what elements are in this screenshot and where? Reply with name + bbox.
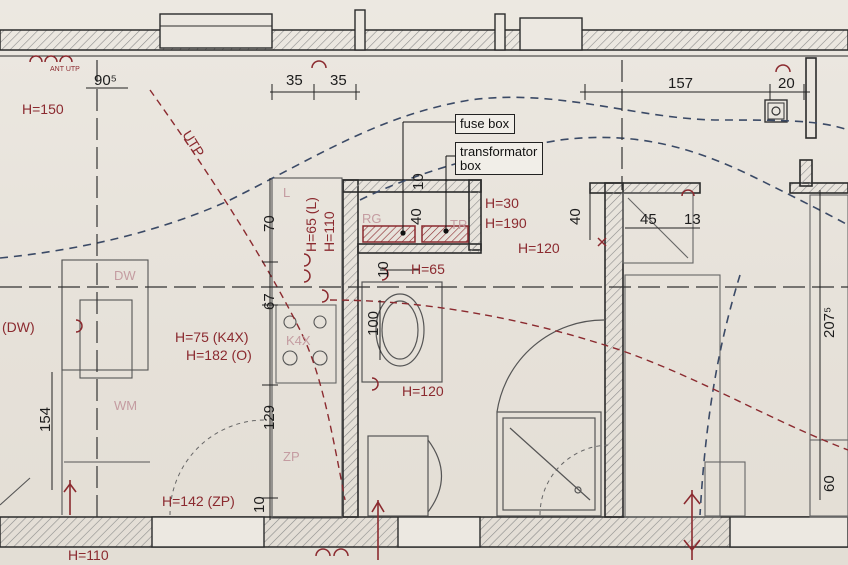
dim-67: 67 <box>261 293 278 310</box>
dim-10-a: 10 <box>410 173 427 190</box>
electrical-boxes <box>362 99 788 243</box>
socket-symbols <box>29 55 791 557</box>
dim-40-a: 40 <box>408 208 425 225</box>
outer-wall-bottom <box>0 516 848 548</box>
label-zp: ZP <box>283 449 300 464</box>
transformator-box-callout: transformator box <box>455 142 544 176</box>
dim-207-5: 207⁵ <box>821 306 838 338</box>
dim-60: 60 <box>821 475 838 492</box>
height-190: H=190 <box>485 215 527 231</box>
height-30: H=30 <box>485 195 519 211</box>
dim-10-b: 10 <box>375 261 392 278</box>
height-110-vertical: H=110 <box>321 211 337 252</box>
fuse-box-label: fuse box <box>460 116 510 131</box>
height-150: H=150 <box>22 101 64 117</box>
label-dw: DW <box>114 268 136 283</box>
height-65: H=65 <box>411 261 445 277</box>
utp-cable <box>149 89 848 501</box>
dimension-lines <box>51 84 821 520</box>
transformator-label-line2: box <box>460 157 481 173</box>
label-l: L <box>283 185 291 200</box>
height-65-l: H=65 (L) <box>303 197 319 252</box>
door-swings <box>169 419 611 516</box>
label-k4x: K4X <box>286 333 311 348</box>
transformator-label-line1: transformator <box>460 144 538 159</box>
kitchen-fixtures <box>0 177 343 519</box>
dim-129: 129 <box>261 404 278 430</box>
dim-70: 70 <box>261 215 278 232</box>
interior-walls <box>342 57 848 518</box>
label-wm: WM <box>114 398 138 413</box>
dim-35-b: 35 <box>330 72 347 89</box>
dim-20: 20 <box>778 75 795 92</box>
dim-100: 100 <box>365 310 382 336</box>
dim-10-bottom: 10 <box>251 496 268 513</box>
fuse-box-callout: fuse box <box>455 114 516 134</box>
label-dw-paren: (DW) <box>2 319 35 335</box>
height-110: H=110 <box>68 547 109 563</box>
height-142-zp: H=142 (ZP) <box>162 493 235 509</box>
height-75-k4x: H=75 (K4X) <box>175 329 249 345</box>
dim-90-5: 90⁵ <box>94 72 117 89</box>
bathroom-fixtures <box>361 281 606 517</box>
axis-line <box>0 60 848 520</box>
dim-157: 157 <box>668 75 694 92</box>
dim-40-right: 40 <box>567 208 584 225</box>
label-ant-utp: ANT UTP <box>50 66 80 73</box>
right-room-fixtures <box>622 192 848 518</box>
height-182-o: H=182 (O) <box>186 347 252 363</box>
label-tr: TR <box>450 217 468 232</box>
dim-45: 45 <box>640 211 657 228</box>
dim-35-a: 35 <box>286 72 303 89</box>
wiring-curves <box>0 96 848 516</box>
dim-13: 13 <box>684 211 701 228</box>
height-120-a: H=120 <box>518 240 560 256</box>
arrow-symbols <box>63 480 701 560</box>
height-120-b: H=120 <box>402 383 444 399</box>
label-rg: RG <box>362 211 382 226</box>
dim-154: 154 <box>37 406 54 432</box>
outer-wall-top <box>0 9 848 57</box>
